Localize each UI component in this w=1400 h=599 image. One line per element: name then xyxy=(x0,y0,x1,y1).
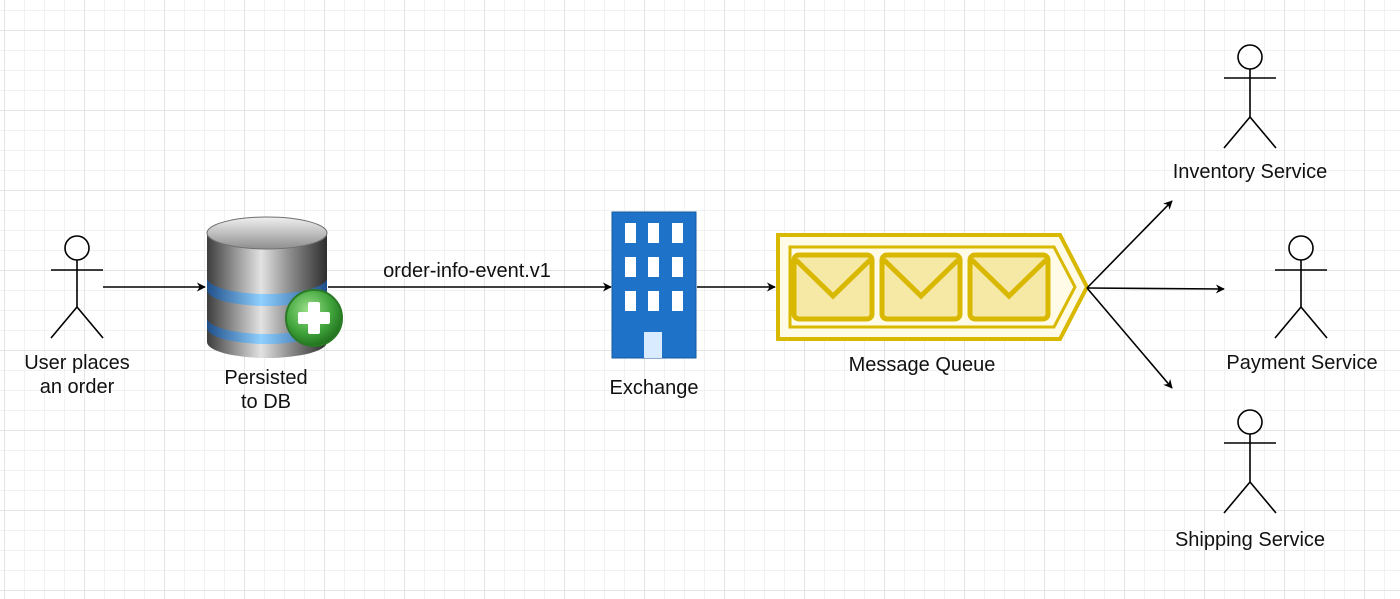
user-label: User places an order xyxy=(7,351,147,399)
arrow-queue-to-payment xyxy=(1086,284,1225,294)
exchange-building-icon xyxy=(611,211,697,359)
shipping-service-label: Shipping Service xyxy=(1174,529,1326,551)
user-actor-icon xyxy=(50,235,104,339)
database-label: Persisted to DB xyxy=(196,366,336,414)
user-label-line1: User places xyxy=(24,352,130,374)
inventory-service-label: Inventory Service xyxy=(1172,161,1328,183)
message-queue-label: Message Queue xyxy=(848,354,996,376)
arrow-queue-to-shipping xyxy=(1086,287,1173,389)
edge-label-order-info-event: order-info-event.v1 xyxy=(383,260,551,282)
user-label-line2: an order xyxy=(39,376,115,398)
exchange-label: Exchange xyxy=(609,377,699,399)
shipping-service-actor-icon xyxy=(1223,409,1277,514)
database-label-line2: to DB xyxy=(240,391,292,413)
database-add-icon xyxy=(206,216,343,358)
inventory-service-actor-icon xyxy=(1223,44,1277,149)
payment-service-actor-icon xyxy=(1274,235,1328,339)
message-queue-icon xyxy=(776,233,1090,341)
database-label-line1: Persisted xyxy=(224,367,308,389)
envelope-icon xyxy=(967,252,1051,322)
envelope-icon xyxy=(879,252,963,322)
payment-service-label: Payment Service xyxy=(1226,352,1378,374)
envelope-icon xyxy=(791,252,875,322)
arrow-queue-to-inventory xyxy=(1086,200,1173,289)
